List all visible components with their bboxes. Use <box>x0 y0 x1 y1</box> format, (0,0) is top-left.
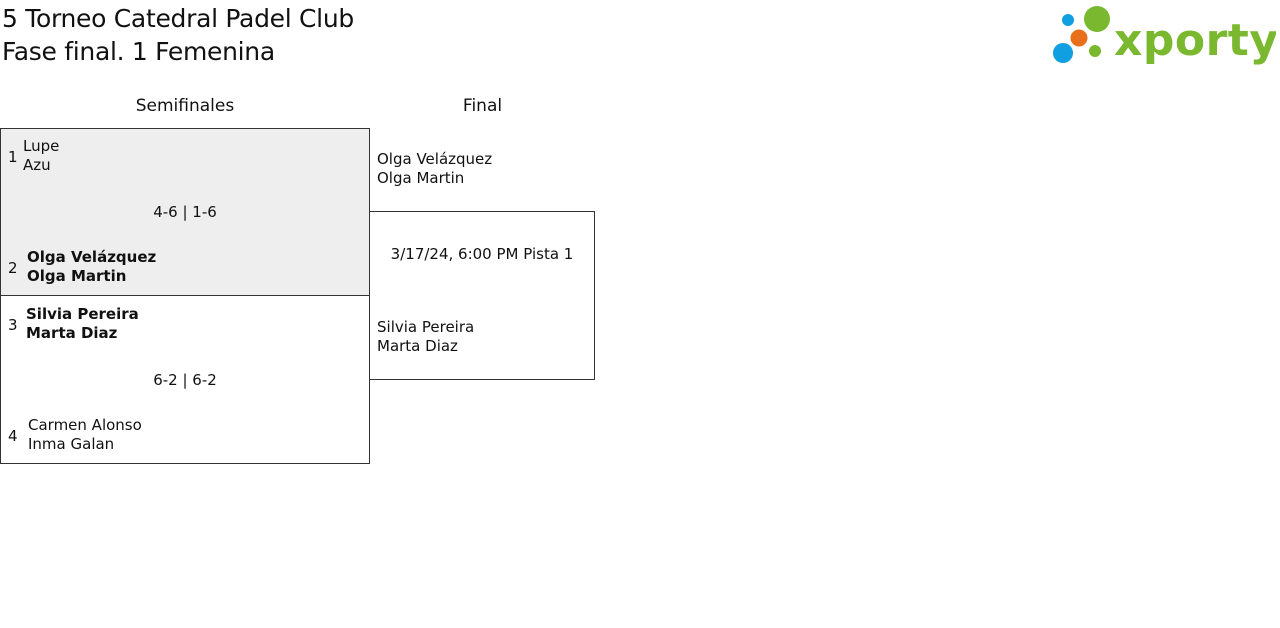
seed-number: 1 <box>8 148 18 166</box>
player-name: Carmen Alonso <box>28 416 142 434</box>
winning-team-entry: Olga Velázquez Olga Martin <box>27 248 156 286</box>
winning-team-entry: Silvia Pereira Marta Diaz <box>26 305 139 343</box>
match-score: 4-6 | 1-6 <box>153 203 217 221</box>
phase-name: Fase final. 1 Femenina <box>2 37 275 66</box>
player-name: Olga Velázquez <box>377 150 493 168</box>
seed-number: 2 <box>8 259 18 277</box>
semifinal-match-2[interactable]: 3 Silvia Pereira Marta Diaz 6-2 | 6-2 4 … <box>0 295 370 464</box>
player-name: Marta Diaz <box>377 337 458 355</box>
final-team-bottom: Silvia Pereira Marta Diaz <box>377 318 474 356</box>
xporty-logo: xporty <box>1050 4 1278 68</box>
match-schedule: 3/17/24, 6:00 PM Pista 1 <box>390 245 574 263</box>
logo-wordmark: xporty <box>1114 15 1276 66</box>
final-match[interactable]: 3/17/24, 6:00 PM Pista 1 Silvia Pereira … <box>369 211 595 380</box>
match-score: 6-2 | 6-2 <box>153 371 217 389</box>
semifinal-match-1[interactable]: 1 Lupe Azu 4-6 | 1-6 2 Olga Velázquez Ol… <box>0 128 370 296</box>
player-name: Marta Diaz <box>26 324 118 342</box>
player-name: Azu <box>23 156 51 174</box>
player-name: Inma Galan <box>28 435 115 453</box>
player-name: Lupe <box>23 137 60 155</box>
player-name: Silvia Pereira <box>26 305 139 323</box>
seed-number: 4 <box>8 427 18 445</box>
semifinals-round-label: Semifinales <box>135 96 235 116</box>
team-entry: Lupe Azu <box>23 137 59 175</box>
page-title: 5 Torneo Catedral Padel Club Fase final.… <box>2 2 354 68</box>
seed-number: 3 <box>8 316 18 334</box>
final-team-top: Olga Velázquez Olga Martin <box>377 150 492 188</box>
player-name: Silvia Pereira <box>377 318 475 336</box>
player-name: Olga Martin <box>377 169 465 187</box>
tournament-name: 5 Torneo Catedral Padel Club <box>2 4 354 33</box>
logo-dots-icon: xporty <box>1053 6 1278 66</box>
team-entry: Carmen Alonso Inma Galan <box>28 416 142 454</box>
player-name: Olga Velázquez <box>27 248 157 266</box>
final-round-label: Final <box>462 96 503 116</box>
player-name: Olga Martin <box>27 267 127 285</box>
